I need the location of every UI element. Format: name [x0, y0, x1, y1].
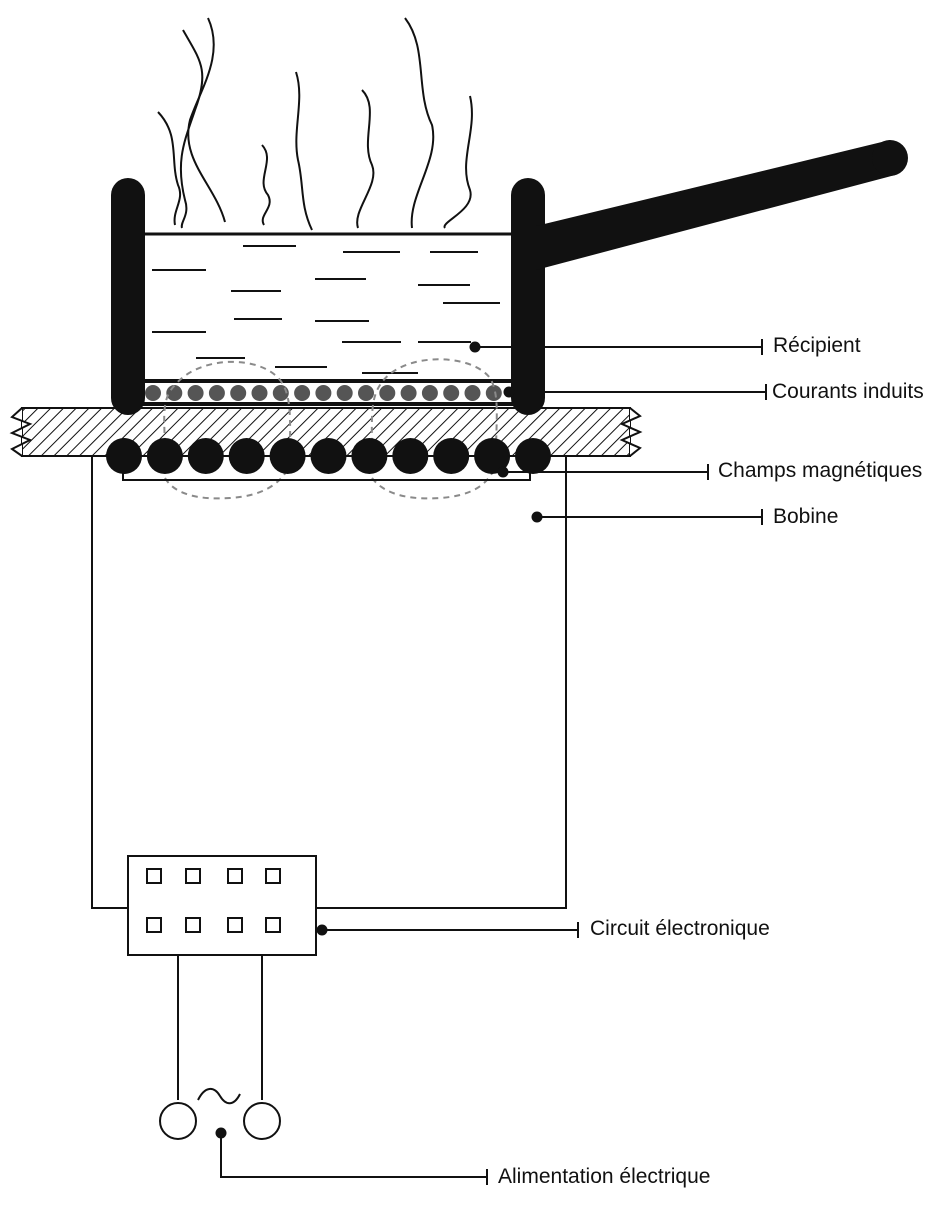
induced-current-dot: [379, 385, 396, 401]
induced-current-dot: [443, 385, 460, 401]
induced-current-dot: [230, 385, 247, 401]
induced-current-dot: [485, 385, 502, 401]
leaders: [215, 339, 767, 1185]
induced-current-dot: [400, 385, 417, 401]
coil-turn: [310, 438, 347, 474]
pan-handle: [536, 140, 903, 270]
induced-current-dot: [187, 385, 204, 401]
steam-lines: [157, 17, 473, 231]
coil-turn: [515, 438, 551, 474]
induced-current-dots: [145, 385, 502, 401]
label-recipient: Récipient: [773, 334, 861, 357]
induced-current-dot: [251, 385, 268, 401]
coil-turn: [228, 438, 265, 474]
induced-current-dot: [208, 385, 225, 401]
coil-turn: [392, 438, 429, 474]
coil-turn: [106, 438, 142, 474]
label-magnetic-fields: Champs magnétiques: [718, 459, 922, 482]
induced-current-dot: [358, 385, 374, 401]
label-electronic-circuit: Circuit électronique: [590, 917, 770, 940]
induced-current-dot: [294, 385, 311, 401]
induced-current-dot: [421, 385, 438, 401]
coil-turn: [433, 438, 470, 474]
induced-current-dot: [315, 385, 332, 401]
induced-current-dot: [145, 385, 161, 401]
coil-turn: [146, 438, 183, 474]
power-supply: [159, 1088, 281, 1140]
terminal-right: [243, 1102, 281, 1140]
tilde-ac-icon: [197, 1088, 241, 1105]
coil: [92, 438, 566, 474]
coil-turn: [187, 438, 224, 474]
electronic-circuit-box: [127, 855, 317, 956]
label-coil: Bobine: [773, 505, 838, 528]
coil-turn: [474, 438, 511, 474]
label-induced-currents: Courants induits: [772, 380, 924, 403]
terminal-left: [159, 1102, 197, 1140]
pan: [111, 140, 908, 415]
circuit-wires: [91, 455, 567, 1100]
water: [152, 245, 500, 374]
coil-turn: [269, 438, 306, 474]
induced-current-dot: [464, 385, 481, 401]
coil-turn: [351, 438, 388, 474]
induced-current-dot: [336, 385, 353, 401]
induced-current-dot: [166, 385, 183, 401]
label-power-supply: Alimentation électrique: [498, 1165, 710, 1188]
coil-bracket: [122, 458, 531, 481]
